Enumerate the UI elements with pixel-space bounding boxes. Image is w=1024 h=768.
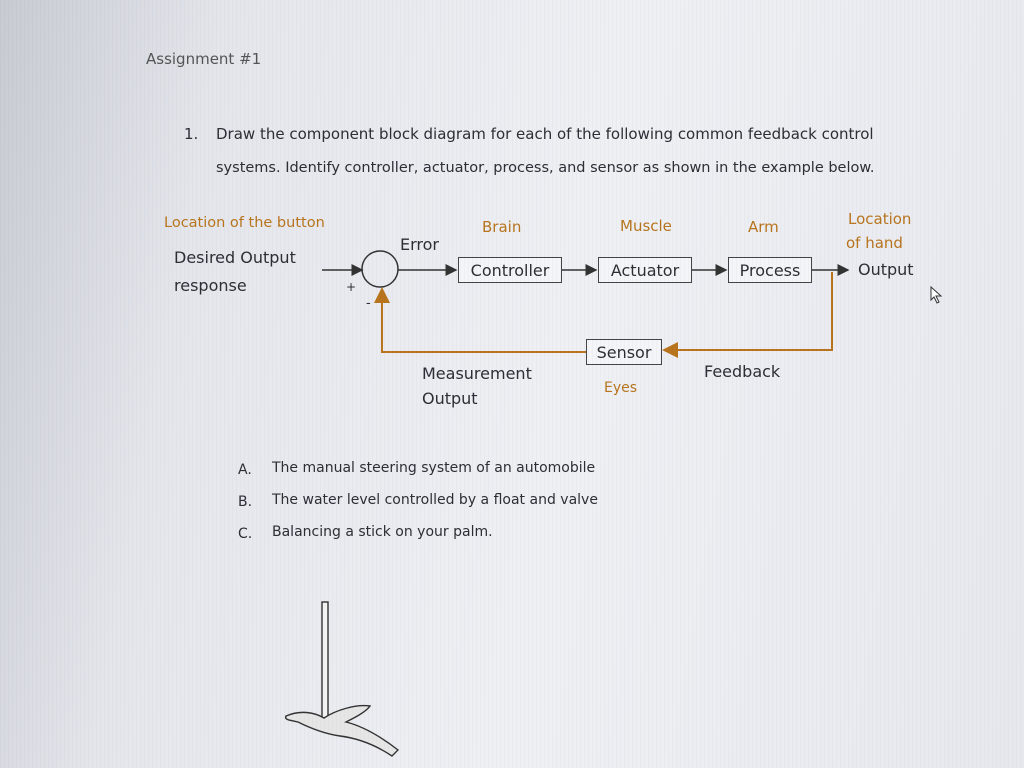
question-number: 1. <box>184 125 199 143</box>
feedback-label: Feedback <box>704 362 781 381</box>
task-b-letter: B. <box>238 494 253 510</box>
annotation-arm: Arm <box>748 218 779 236</box>
controller-block: Controller <box>458 257 562 283</box>
mouse-pointer-icon <box>930 286 943 304</box>
feedback-line-left <box>374 287 586 353</box>
question-line-1: Draw the component block diagram for eac… <box>216 125 874 143</box>
task-a-text: The manual steering system of an automob… <box>272 460 596 476</box>
task-b-text: The water level controlled by a float an… <box>272 492 598 508</box>
sensor-block: Sensor <box>586 339 662 365</box>
annotation-muscle: Muscle <box>620 217 672 235</box>
annotation-hand-line-1: Location <box>848 210 912 228</box>
measurement-label-line-2: Output <box>422 389 478 408</box>
output-label: Output <box>858 260 914 279</box>
task-c-text: Balancing a stick on your palm. <box>272 524 493 540</box>
annotation-eyes: Eyes <box>604 380 638 396</box>
measurement-label-line-1: Measurement <box>422 364 532 383</box>
question-line-2: systems. Identify controller, actuator, … <box>216 160 875 176</box>
actuator-block: Actuator <box>598 257 692 283</box>
process-block: Process <box>728 257 812 283</box>
feedback-line-right <box>662 272 833 358</box>
annotation-brain: Brain <box>482 218 522 236</box>
input-label-line-2: response <box>174 276 247 295</box>
error-label: Error <box>400 235 439 254</box>
task-c-letter: C. <box>238 526 253 542</box>
summing-junction <box>361 250 399 288</box>
assignment-title: Assignment #1 <box>146 50 262 68</box>
annotation-hand-line-2: of hand <box>846 234 903 252</box>
input-label-line-1: Desired Output <box>174 248 296 267</box>
annotation-button: Location of the button <box>164 215 325 231</box>
minus-sign: - <box>366 296 371 311</box>
task-a-letter: A. <box>238 462 252 478</box>
plus-sign: + <box>346 280 357 294</box>
hand-balancing-stick-icon <box>284 601 400 757</box>
